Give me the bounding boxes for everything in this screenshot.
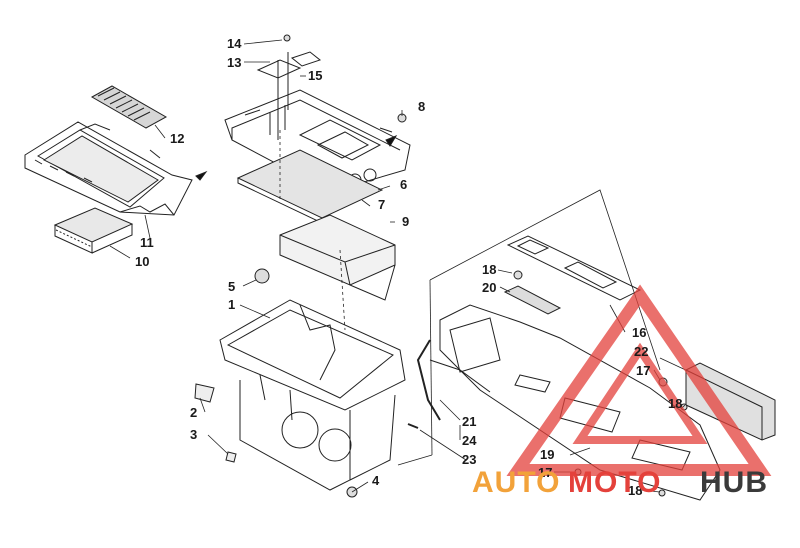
callout-17-upper: 17 [636, 363, 651, 378]
screw-part-14 [283, 34, 291, 42]
callout-3: 3 [190, 427, 198, 442]
callout-13: 13 [227, 55, 242, 70]
air-filter-part-9 [279, 214, 396, 301]
callout-1: 1 [228, 297, 236, 312]
callout-8: 8 [418, 99, 426, 114]
callout-20: 20 [482, 280, 497, 295]
callout-10: 10 [135, 254, 150, 269]
bracket-part-13 [256, 51, 322, 140]
watermark-text-hub: HUB [700, 466, 768, 499]
screw-part-23 [407, 423, 419, 429]
watermark-triangle [506, 284, 772, 476]
callout-14: 14 [227, 36, 242, 51]
callout-24: 24 [462, 433, 477, 448]
callout-18-bottom: 18 [628, 483, 643, 498]
watermark-text-auto: AUTO [472, 466, 561, 499]
callout-2: 2 [190, 405, 198, 420]
cover-plate [506, 235, 642, 301]
hose-part-21 [416, 339, 441, 421]
clip-part-2 [194, 383, 215, 403]
callout-18-right: 18 [668, 396, 683, 411]
nut-part-18-top [513, 270, 523, 280]
clip-part-3 [225, 451, 237, 463]
callout-17-lower: 17 [538, 465, 553, 480]
callout-12: 12 [170, 131, 185, 146]
filter-cover-part-11 [24, 121, 193, 216]
nut-part-18-bottom [658, 489, 666, 497]
callout-11: 11 [140, 235, 154, 250]
direction-arrow-left [195, 170, 208, 181]
callout-7: 7 [378, 197, 386, 212]
callout-18-top: 18 [482, 262, 497, 277]
clamp-part-24 [429, 359, 491, 393]
callout-6: 6 [400, 177, 408, 192]
direction-arrow-right [385, 134, 398, 147]
callout-5: 5 [228, 279, 236, 294]
foam-filter-part-10 [53, 207, 134, 254]
grille-part-12 [90, 85, 168, 129]
callout-16: 16 [632, 325, 647, 340]
callout-23: 23 [462, 452, 477, 467]
callout-15: 15 [308, 68, 323, 83]
callout-22: 22 [634, 344, 649, 359]
watermark-text-moto: MOTO [568, 466, 662, 499]
airbox-body-part-1 [219, 299, 406, 491]
callout-4: 4 [372, 473, 380, 488]
knob-part-5 [254, 268, 270, 284]
callout-19: 19 [540, 447, 555, 462]
seal-strip-part-20 [503, 285, 562, 315]
callout-9: 9 [402, 214, 410, 229]
callout-21: 21 [462, 414, 477, 429]
